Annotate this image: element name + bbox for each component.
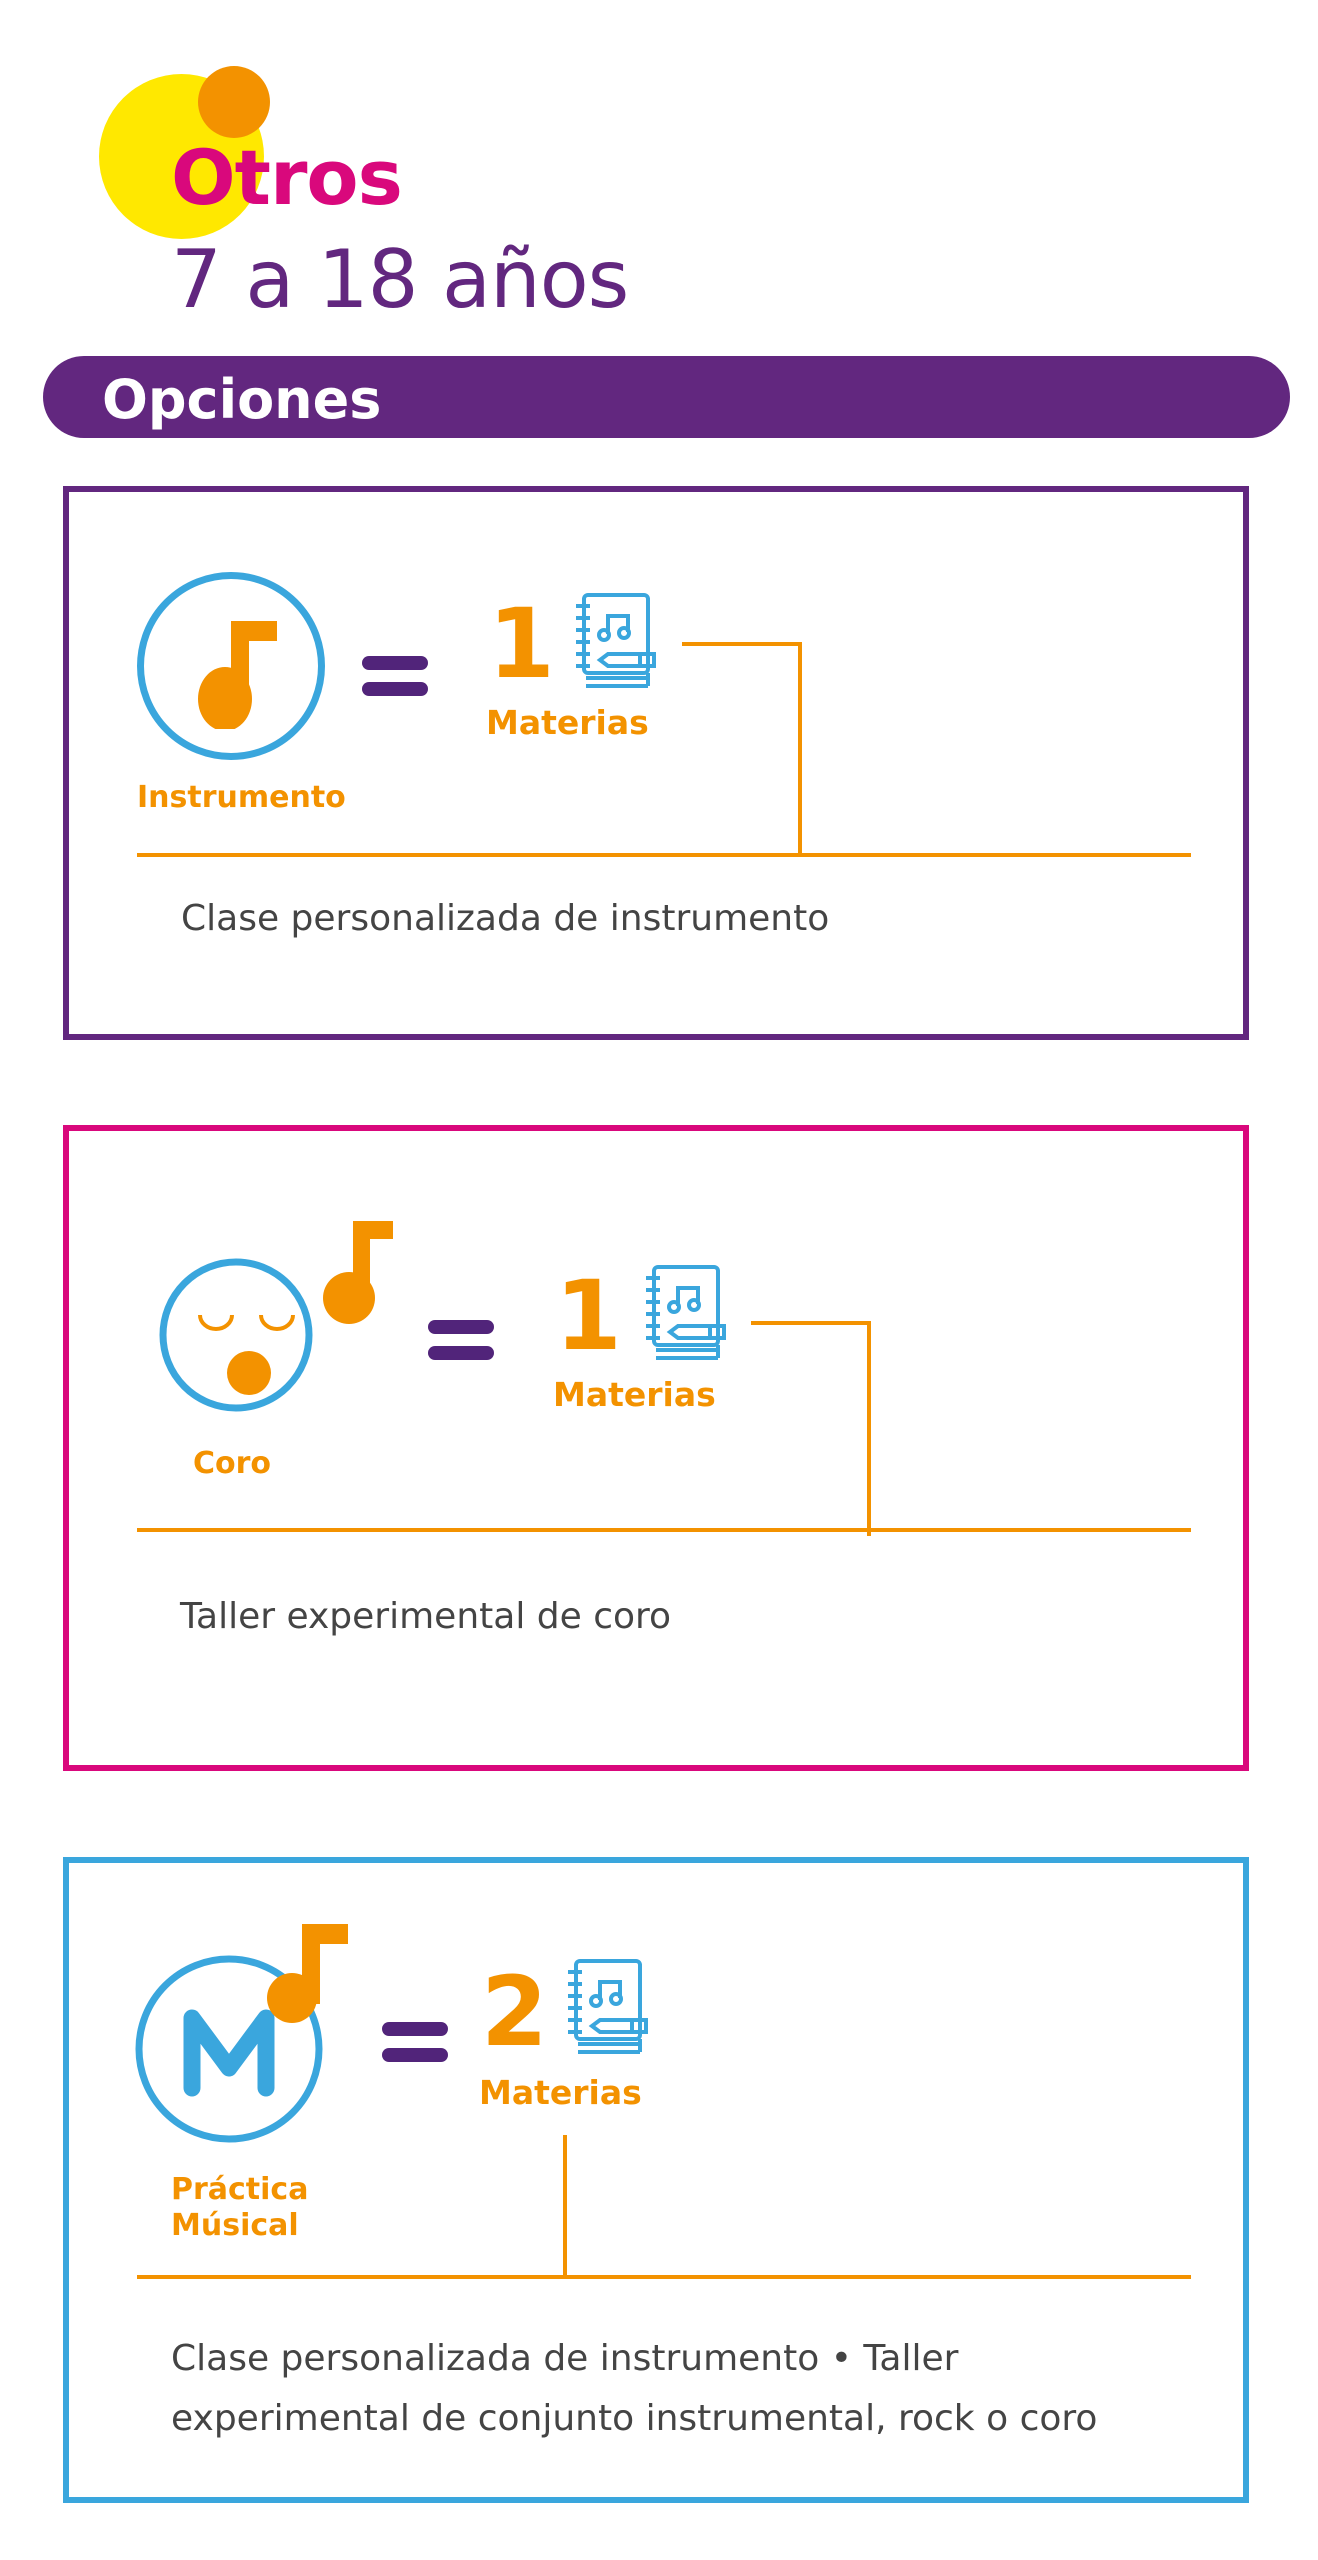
subject-unit: Materias bbox=[553, 1375, 716, 1414]
divider bbox=[137, 853, 1191, 857]
music-note-icon bbox=[267, 1924, 348, 2023]
decorative-orange-circle bbox=[198, 66, 270, 138]
subject-count: 1 bbox=[555, 1260, 622, 1372]
option-card-coro bbox=[63, 1125, 1249, 1771]
connector-line bbox=[682, 642, 802, 646]
option-label-line2: Músical bbox=[171, 2208, 299, 2243]
connector-line bbox=[751, 1321, 871, 1325]
instrument-circle bbox=[137, 572, 325, 760]
option-label-line1: Práctica bbox=[171, 2172, 309, 2207]
divider bbox=[137, 1528, 1191, 1532]
option-label: Instrumento bbox=[137, 780, 346, 815]
option-description: Clase personalizada de instrumento bbox=[181, 898, 830, 939]
subject-unit: Materias bbox=[486, 703, 649, 742]
music-note-icon bbox=[323, 1221, 393, 1324]
section-header: Opciones bbox=[43, 356, 1290, 438]
connector-line bbox=[563, 2135, 567, 2277]
connector-line bbox=[798, 642, 802, 857]
option-card-instrumento bbox=[63, 486, 1249, 1040]
option-description-line1: Clase personalizada de instrumento • Tal… bbox=[171, 2338, 959, 2379]
connector-line bbox=[867, 1321, 871, 1536]
equals-icon bbox=[428, 1320, 494, 1360]
section-label: Opciones bbox=[102, 368, 382, 431]
music-note-icon bbox=[198, 621, 277, 729]
notebook-icon bbox=[646, 1265, 726, 1360]
option-description: Taller experimental de coro bbox=[180, 1596, 672, 1637]
divider bbox=[137, 2275, 1191, 2279]
equals-icon bbox=[362, 656, 428, 696]
notebook-icon bbox=[568, 1959, 648, 2054]
option-description-line2: experimental de conjunto instrumental, r… bbox=[171, 2398, 1098, 2439]
age-range: 7 a 18 años bbox=[171, 233, 629, 326]
subject-unit: Materias bbox=[479, 2073, 642, 2112]
page-title: Otros bbox=[171, 133, 403, 222]
option-label: Coro bbox=[193, 1446, 272, 1481]
equals-icon bbox=[382, 2022, 448, 2062]
subject-count: 1 bbox=[488, 588, 555, 700]
notebook-icon bbox=[576, 593, 656, 688]
subject-count: 2 bbox=[481, 1956, 548, 2068]
music-m-icon bbox=[135, 1924, 348, 2143]
singing-face-icon bbox=[159, 1221, 393, 1412]
